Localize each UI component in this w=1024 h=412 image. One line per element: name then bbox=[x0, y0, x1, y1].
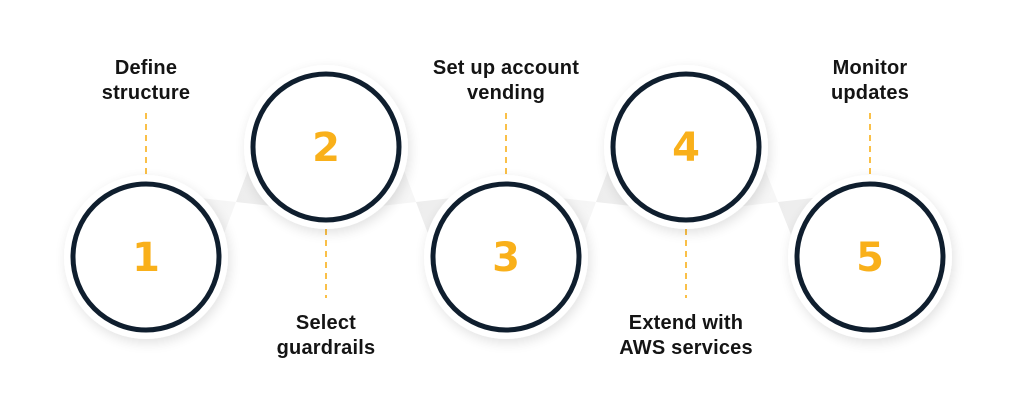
step-label-line: Extend with bbox=[628, 312, 744, 334]
step-label-line: guardrails bbox=[276, 337, 376, 359]
step-number: 1 bbox=[132, 235, 160, 281]
step-label-line: Define bbox=[114, 57, 178, 79]
step-label-line: vending bbox=[466, 82, 546, 104]
step-ring bbox=[250, 71, 402, 223]
step-label-line: Set up account bbox=[432, 57, 580, 79]
step-3: 3 bbox=[424, 175, 588, 339]
step-5: 5 bbox=[788, 175, 952, 339]
step-circles: 1 2 3 4 5 bbox=[64, 65, 952, 339]
step-label: Select guardrails bbox=[216, 311, 436, 361]
step-ring bbox=[610, 71, 762, 223]
step-ring bbox=[430, 181, 582, 333]
step-label: Set up account vending bbox=[396, 56, 616, 106]
dashed-connectors bbox=[145, 113, 871, 298]
step-number: 4 bbox=[672, 125, 700, 171]
step-label-line: Select bbox=[295, 312, 357, 334]
step-4: 4 bbox=[604, 65, 768, 229]
step-number: 3 bbox=[492, 235, 520, 281]
step-2: 2 bbox=[244, 65, 408, 229]
step-ring bbox=[70, 181, 222, 333]
step-label-line: AWS services bbox=[619, 337, 753, 359]
step-ring bbox=[794, 181, 946, 333]
step-number: 2 bbox=[312, 125, 340, 171]
step-label-line: Monitor bbox=[832, 57, 908, 79]
step-number: 5 bbox=[856, 235, 884, 281]
step-label: Monitor updates bbox=[760, 56, 980, 106]
step-1: 1 bbox=[64, 175, 228, 339]
step-label-line: structure bbox=[101, 82, 191, 104]
step-label-line: updates bbox=[830, 82, 910, 104]
step-label: Define structure bbox=[36, 56, 256, 106]
